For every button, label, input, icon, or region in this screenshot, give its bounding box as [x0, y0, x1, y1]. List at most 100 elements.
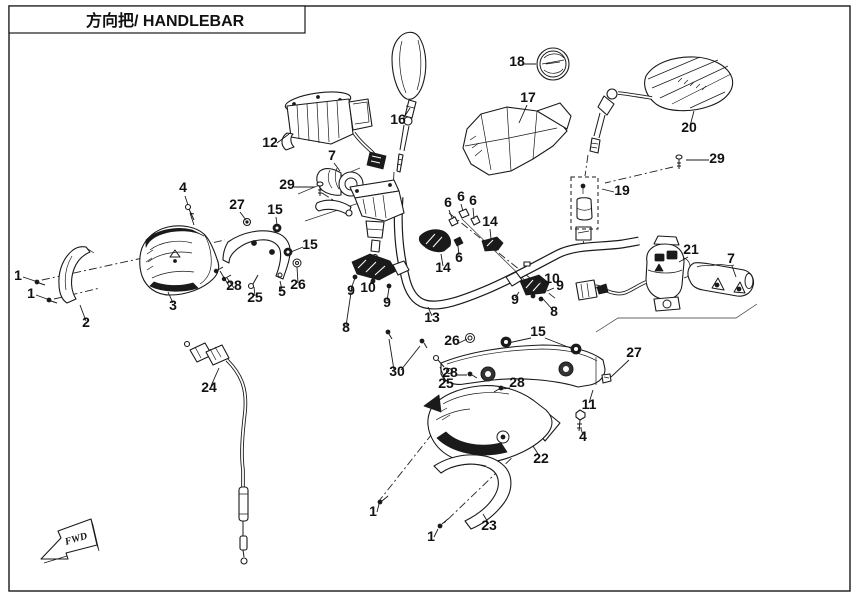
- switch-21-drawing-shape: [580, 282, 590, 299]
- screw-1-glyph-shape: [34, 279, 40, 285]
- washer-26-glyph: [465, 333, 475, 343]
- screw-28-glyph: [467, 371, 478, 379]
- mirror-20-drawing-shape: [644, 56, 734, 112]
- part-label-24: 24: [201, 379, 217, 395]
- screw-1-glyph: [46, 297, 58, 304]
- cable-24-drawing-shape: [183, 340, 191, 348]
- part-label-1: 1: [369, 503, 377, 519]
- bolt-25-glyph-shape: [437, 359, 445, 368]
- cover-23-drawing-shape: [440, 463, 487, 474]
- mirror-elbow-joint: [606, 88, 618, 100]
- grip-7-left-drawing-shape: [327, 167, 340, 190]
- part-label-14: 14: [482, 213, 498, 229]
- nut-15-glyph-shape: [504, 340, 508, 344]
- throttle-housing-12-drawing-shape: [370, 155, 382, 164]
- clamps-14-drawing-shape: [486, 239, 494, 247]
- screw-30-glyph: [385, 329, 393, 340]
- nut-27-glyph-shape: [245, 220, 249, 224]
- part-label-16: 16: [390, 111, 406, 127]
- tube-weld-nub: [523, 261, 531, 267]
- riser-right-drawing-shape: [525, 279, 542, 292]
- bolt-4-glyph-shape: [577, 419, 582, 432]
- cable-24-drawing-shape: [239, 535, 248, 551]
- leader-lines: [22, 63, 737, 538]
- switch-21-drawing-shape: [596, 283, 609, 295]
- part-label-22: 22: [533, 450, 549, 466]
- nut-15-glyph-shape: [286, 250, 290, 254]
- screw-28-glyph-shape: [467, 371, 473, 377]
- nut-15-glyph: [283, 247, 293, 257]
- switch-21-drawing: [575, 235, 691, 312]
- left-cover-2-drawing-shape: [64, 248, 95, 291]
- screw-1-glyph: [437, 518, 449, 529]
- screw-28-glyph: [213, 266, 224, 274]
- bolt-6-glyph: [453, 236, 464, 247]
- part-label-10: 10: [360, 279, 376, 295]
- bolt-4-glyph-shape: [188, 208, 195, 221]
- mirror-16-drawing-shape: [396, 158, 403, 166]
- bracket-11-drawing-shape: [563, 366, 569, 372]
- mirror-20-drawing-shape: [617, 92, 653, 99]
- part-label-15: 15: [302, 236, 318, 252]
- lever-pivot: [345, 209, 353, 217]
- frame-border-shape: [8, 5, 851, 592]
- clamps-14-drawing-shape: [481, 236, 504, 252]
- screw-28-glyph-shape: [493, 388, 500, 393]
- throttle-housing-12-drawing-shape: [316, 95, 320, 99]
- screw-30-glyph-shape: [423, 342, 428, 349]
- grip-7-right-drawing-shape: [696, 264, 735, 268]
- washer-26-glyph-shape: [465, 333, 475, 343]
- emblem-18-drawing-shape: [539, 50, 567, 78]
- washer-26-glyph: [292, 258, 302, 268]
- part-label-11: 11: [582, 396, 597, 412]
- master-cylinder-drawing: [315, 179, 405, 267]
- part-label-4: 4: [179, 179, 187, 195]
- throttle-housing-12-drawing-shape: [286, 98, 354, 145]
- washer-26-glyph-shape: [295, 261, 299, 265]
- part-label-17: 17: [520, 89, 536, 105]
- leader-lines-shape: [22, 63, 737, 538]
- damper-19-drawing-shape: [580, 183, 586, 189]
- part-label-29: 29: [709, 150, 725, 166]
- bracket-rivet: [251, 240, 257, 246]
- clamps-14-drawing-shape: [418, 229, 451, 253]
- damper-19-drawing-shape: [576, 197, 593, 221]
- part-label-9: 9: [347, 282, 355, 298]
- left-handguard-3-drawing-shape: [149, 281, 199, 292]
- part-label-9: 9: [511, 291, 519, 307]
- part-label-18: 18: [509, 53, 525, 69]
- riser-right-drawing-shape: [538, 296, 544, 302]
- bolt-6-glyph-shape: [458, 208, 470, 219]
- mirror-16-drawing-shape: [396, 153, 404, 173]
- riser-right-drawing-shape: [530, 293, 536, 299]
- riser-left-drawing: [351, 253, 410, 289]
- left-bracket-5-drawing-shape: [222, 230, 291, 280]
- part-label-6: 6: [444, 194, 452, 210]
- bolt-4-glyph: [184, 203, 195, 221]
- screw-30-glyph: [419, 338, 428, 349]
- part-label-26: 26: [290, 276, 306, 292]
- switch-button: [654, 253, 665, 262]
- left-handguard-3-drawing: [139, 225, 220, 296]
- screw-29-left: [316, 181, 324, 196]
- clip-27-glyph: [601, 373, 612, 384]
- riser-right-drawing-shape: [519, 274, 550, 296]
- hazard-triangle: [654, 263, 664, 272]
- left-bracket-5-drawing: [222, 230, 291, 280]
- mirror-20-drawing-shape: [593, 112, 606, 139]
- part-label-25: 25: [247, 289, 263, 305]
- switch-21-drawing-shape: [653, 296, 681, 312]
- bolt-6-glyph-shape: [448, 216, 459, 227]
- clip-27-glyph-shape: [601, 373, 612, 384]
- bracket-hole: [446, 368, 452, 374]
- master-cylinder-drawing-shape: [366, 228, 384, 231]
- handguard-22-drawing-shape: [423, 394, 442, 413]
- nut-15-glyph: [500, 336, 512, 348]
- screw-30-glyph-shape: [385, 329, 391, 335]
- cover-23-drawing: [433, 454, 512, 530]
- emblem-18-drawing-shape: [541, 53, 565, 74]
- screw-1-glyph: [34, 279, 46, 286]
- mirror-ball-joint: [403, 116, 413, 126]
